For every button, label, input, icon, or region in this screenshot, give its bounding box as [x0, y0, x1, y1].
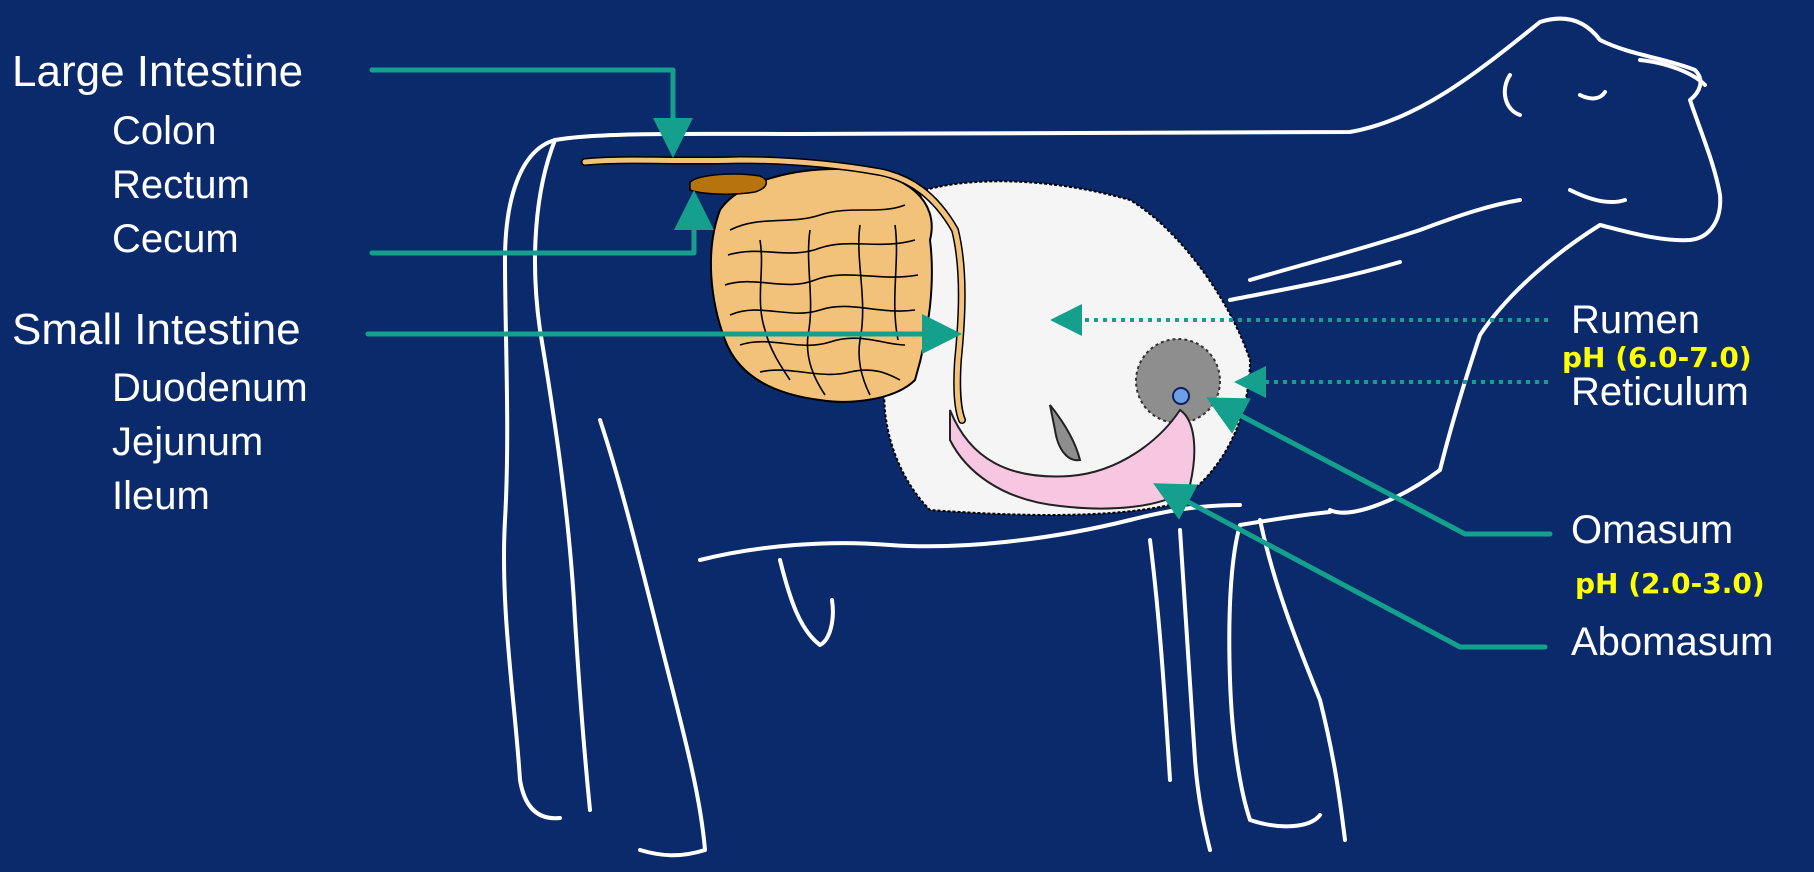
label-rumen: Rumen	[1571, 300, 1700, 340]
reticulum-organ	[1136, 339, 1220, 423]
omasum-organ	[1173, 388, 1189, 404]
label-omasum: Omasum	[1571, 510, 1733, 550]
pointer-cecum	[372, 200, 694, 253]
cecum-organ	[690, 174, 766, 194]
rumen-ph-label: pH (6.0-7.0)	[1562, 344, 1752, 372]
label-duodenum: Duodenum	[112, 368, 308, 408]
cow-head-detail	[1505, 60, 1705, 202]
pointer-omasum	[1215, 402, 1550, 534]
label-colon: Colon	[112, 111, 217, 151]
cow-hind-leg	[535, 140, 705, 855]
label-small-intestine: Small Intestine	[12, 308, 301, 352]
label-jejunum: Jejunum	[112, 422, 263, 462]
cow-neck	[1230, 200, 1520, 300]
label-rectum: Rectum	[112, 165, 250, 205]
omasum-ph-label: pH (2.0-3.0)	[1575, 570, 1765, 598]
label-abomasum: Abomasum	[1571, 622, 1773, 662]
label-ileum: Ileum	[112, 476, 210, 516]
small-intestine-organ	[585, 160, 962, 420]
label-reticulum: Reticulum	[1571, 372, 1749, 412]
label-large-intestine: Large Intestine	[12, 50, 303, 94]
label-cecum: Cecum	[112, 219, 239, 259]
